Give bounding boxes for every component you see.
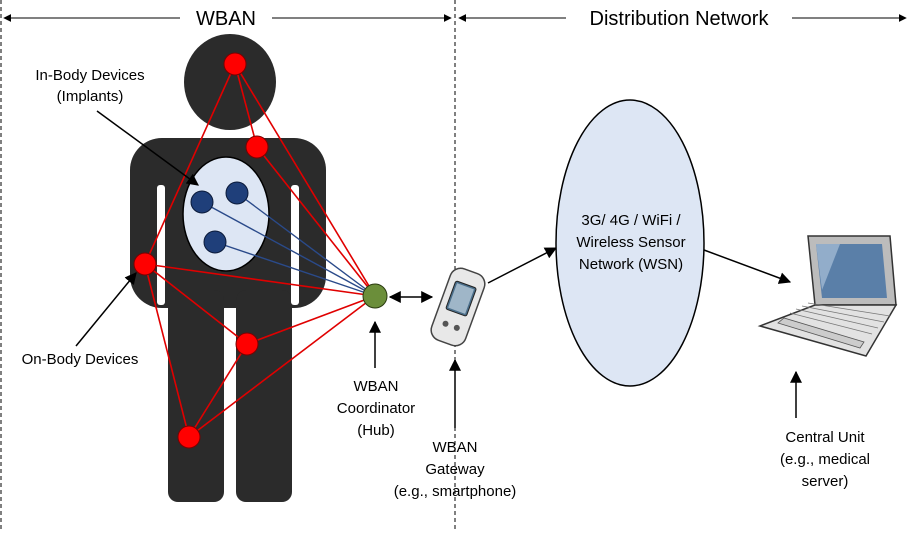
central-label-line1: Central Unit [785,429,865,446]
sensor-node-arm [133,252,157,276]
network-label-line1: 3G/ 4G / WiFi / [581,212,681,229]
hub-node [362,283,388,309]
network-label-line2: Wireless Sensor [576,234,685,251]
sensor-node-head [223,52,247,76]
in-body-links [201,192,376,297]
in-body-label-line2: (Implants) [57,88,124,105]
gateway-network-link [487,247,558,284]
in-body-pointer [96,110,199,186]
network-ellipse [555,99,705,387]
coordinator-label-line1: WBAN [354,378,399,395]
network-central-link [703,249,792,284]
implant-node-1 [190,190,214,214]
in-body-label-line1: In-Body Devices [35,67,144,84]
header-distribution-network: Distribution Network [590,8,770,30]
gateway-label-line3: (e.g., smartphone) [394,483,517,500]
laptop-icon [757,235,898,357]
implant-node-2 [225,181,249,205]
implant-node-3 [203,230,227,254]
gateway-label-line1: WBAN [433,439,478,456]
network-label-line3: Network (WSN) [579,256,683,273]
on-body-label: On-Body Devices [22,351,139,368]
coordinator-label-line3: (Hub) [357,422,395,439]
on-body-pointer [75,272,137,347]
gateway-label-line2: Gateway [425,461,485,478]
sensor-node-shoulder [245,135,269,159]
coordinator-label-line2: Coordinator [337,400,415,417]
on-body-links [144,63,376,438]
central-label-line2: (e.g., medical [780,451,870,468]
in-body-nodes [190,181,249,254]
sensor-node-thigh [235,332,259,356]
header-wban: WBAN [196,8,256,30]
smartphone-icon [430,267,486,347]
central-label-line3: server) [802,473,849,490]
sensor-node-leg [177,425,201,449]
in-body-area [182,156,270,272]
section-borders [0,0,456,531]
on-body-nodes [133,52,269,449]
